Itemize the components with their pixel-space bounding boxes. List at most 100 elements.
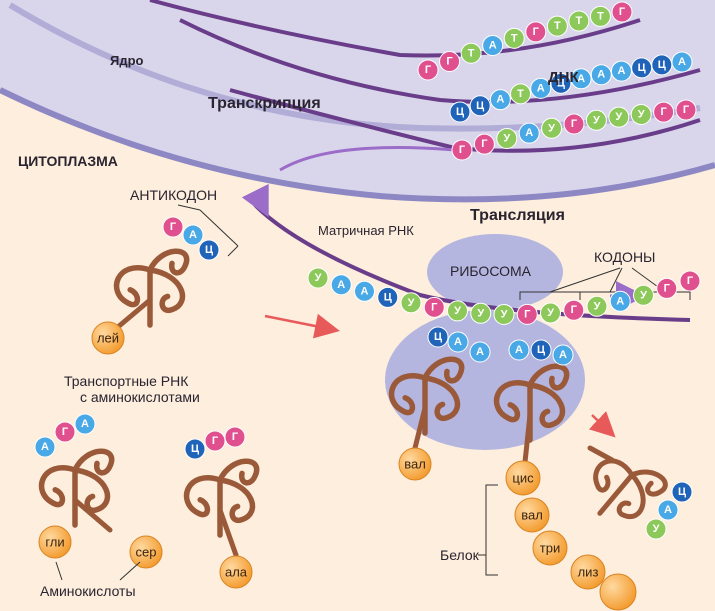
anticodon-lei-nt-letter: Ц — [205, 244, 213, 256]
dna-strand2-nt-letter: А — [678, 56, 686, 68]
mrna-nucleotide: У — [447, 300, 468, 322]
anticodon-cis-nt-circle — [530, 339, 552, 361]
dna-strand2-nt-circle — [550, 72, 572, 94]
dna-strand2-nt: А — [530, 77, 552, 99]
nucleus-label: Ядро — [110, 53, 144, 68]
mrna-nucleotide-letter: А — [337, 279, 345, 291]
dna-strand2-nt-letter: Т — [517, 88, 524, 100]
dna-strand1-nt-circle — [546, 15, 568, 37]
mrna-nucleotide-letter: Г — [524, 308, 531, 320]
mrna-nucleotide-circle — [586, 295, 608, 317]
anticodon-gli-nt-circle — [54, 421, 76, 443]
anticodon-lei-nt-letter: А — [189, 229, 197, 241]
dna-strand1-nt-letter: Т — [468, 47, 475, 59]
mrna-nucleotide-letter: У — [501, 308, 508, 320]
amino-val-bound-circle — [398, 447, 432, 481]
anticodon-lei-nt-circle — [162, 216, 184, 238]
anticodon-val-nt: Ц — [427, 326, 449, 348]
dna-strand1-nt-letter: Г — [533, 26, 540, 38]
anticodon-bracket — [177, 204, 239, 257]
anticodon-ala-nt-letter: Г — [232, 431, 239, 443]
codons-label: КОДОНЫ — [594, 249, 655, 265]
mrna-nucleotide: Ц — [377, 286, 399, 308]
mrna-nucleotide-letter: У — [408, 297, 415, 309]
dna-strand3-nt: Г — [451, 139, 473, 161]
amino-ser: сер — [129, 535, 163, 569]
anticodon-lei-nt: Ц — [198, 239, 220, 261]
anticodon-lei-nt-circle — [182, 224, 204, 246]
dna-strand1-nt: Т — [568, 10, 590, 32]
mrna-nucleotide-circle — [633, 284, 654, 306]
dna-strand1-nt-letter: Т — [597, 10, 604, 22]
dna-strand2-nt-circle — [590, 64, 612, 86]
dna-strand2-nt: А — [570, 68, 592, 90]
dna-strand3-nt: Г — [653, 101, 675, 123]
anticodon-gli-nt: А — [34, 436, 56, 458]
anticodon-gli-nt-circle — [74, 413, 96, 435]
mrna-nucleotide: Г — [679, 270, 701, 292]
mrna-nucleotide: Г — [516, 303, 538, 325]
trna-cis — [493, 363, 570, 443]
dna-strand2-nt-letter: Ц — [476, 100, 484, 112]
anticodon-exit-nt-letter: А — [664, 504, 672, 516]
trna-gli-body — [38, 448, 115, 528]
dna-backbone-top — [149, 0, 641, 58]
anticodon-lei-nt: А — [182, 224, 204, 246]
dna-strand2-nt-circle — [469, 95, 491, 117]
dna-strand1-nt: Г — [439, 51, 461, 73]
dna-strand1-nt-circle — [611, 1, 633, 23]
mrna-nucleotide-circle — [679, 270, 701, 292]
protein-amino-1: вал — [514, 497, 550, 533]
dna-strand3-nt: Г — [473, 133, 495, 155]
protein-amino-0-label: цис — [512, 471, 534, 486]
anticodon-lei-nt-letter: Г — [170, 221, 177, 233]
anticodon-val-nt: А — [469, 341, 491, 363]
anticodon-ala-nt-circle — [184, 438, 206, 460]
ribosome-small-subunit — [385, 310, 585, 450]
dna-strand3-nt-circle — [496, 127, 518, 149]
dna-strand1-nt-letter: Т — [511, 32, 518, 44]
dna-strand1-nt: Т — [503, 27, 525, 49]
amino-val-bound-label: вал — [404, 457, 426, 472]
dna-strand3-nt-letter: У — [593, 114, 600, 126]
mrna-nucleotide-circle — [493, 303, 515, 325]
mrna-nucleotide: У — [493, 303, 515, 325]
trna-gli-stem — [72, 497, 113, 533]
dna-strand2-nt-circle — [449, 101, 471, 123]
anticodon-ala-nt-letter: Ц — [191, 443, 199, 455]
mrna-nucleotide-letter: Г — [431, 301, 438, 313]
dna-strand2-nt-circle — [631, 57, 653, 79]
dna-strand1-nt-circle — [482, 34, 504, 56]
anticodon-exit-nt-circle — [657, 499, 679, 521]
dna-strand2-nt: Ц — [469, 95, 491, 117]
amino-ser-label: сер — [136, 545, 157, 560]
dna-strand1-nt-circle — [417, 59, 439, 81]
dna-strand2-nt-letter: А — [577, 73, 585, 85]
amino-gli-label: гли — [45, 535, 64, 550]
mrna-nucleotide-circle — [330, 274, 352, 296]
dna-strand1-nt-letter: Т — [576, 15, 583, 27]
anticodon-exit-nt-letter: Ц — [678, 486, 686, 498]
mrna-nucleotide-letter: Г — [571, 304, 578, 316]
mrna-backbone — [253, 203, 691, 322]
dna-strand2-nt-letter: Ц — [638, 62, 646, 74]
anticodon-val-nt-letter: А — [454, 336, 462, 348]
anticodon-cis-nt-circle — [552, 344, 574, 366]
protein-amino-1-circle — [514, 497, 550, 533]
trna-exit-body — [593, 458, 668, 520]
anticodon-cis-nt-letter: Ц — [537, 344, 545, 356]
dna-strand3-nt-letter: Г — [459, 144, 466, 156]
protein-amino-2-circle — [532, 530, 568, 566]
dna-strand1-nt: Г — [417, 59, 439, 81]
trna-val-stem — [412, 405, 428, 451]
dna-strand3-nt-letter: Г — [571, 118, 578, 130]
dna-strand3-nt: У — [585, 109, 607, 131]
mrna-nucleotide-circle — [516, 303, 538, 325]
anticodon-val-nt-letter: А — [476, 346, 484, 358]
anticodon-ala-nt-circle — [224, 426, 246, 448]
trna-ala-stem — [217, 507, 239, 558]
dna-strand2-nt-circle — [610, 60, 632, 82]
dna-strand2-nt-letter: Ц — [456, 106, 464, 118]
dna-strand2-nt-circle — [671, 51, 693, 73]
